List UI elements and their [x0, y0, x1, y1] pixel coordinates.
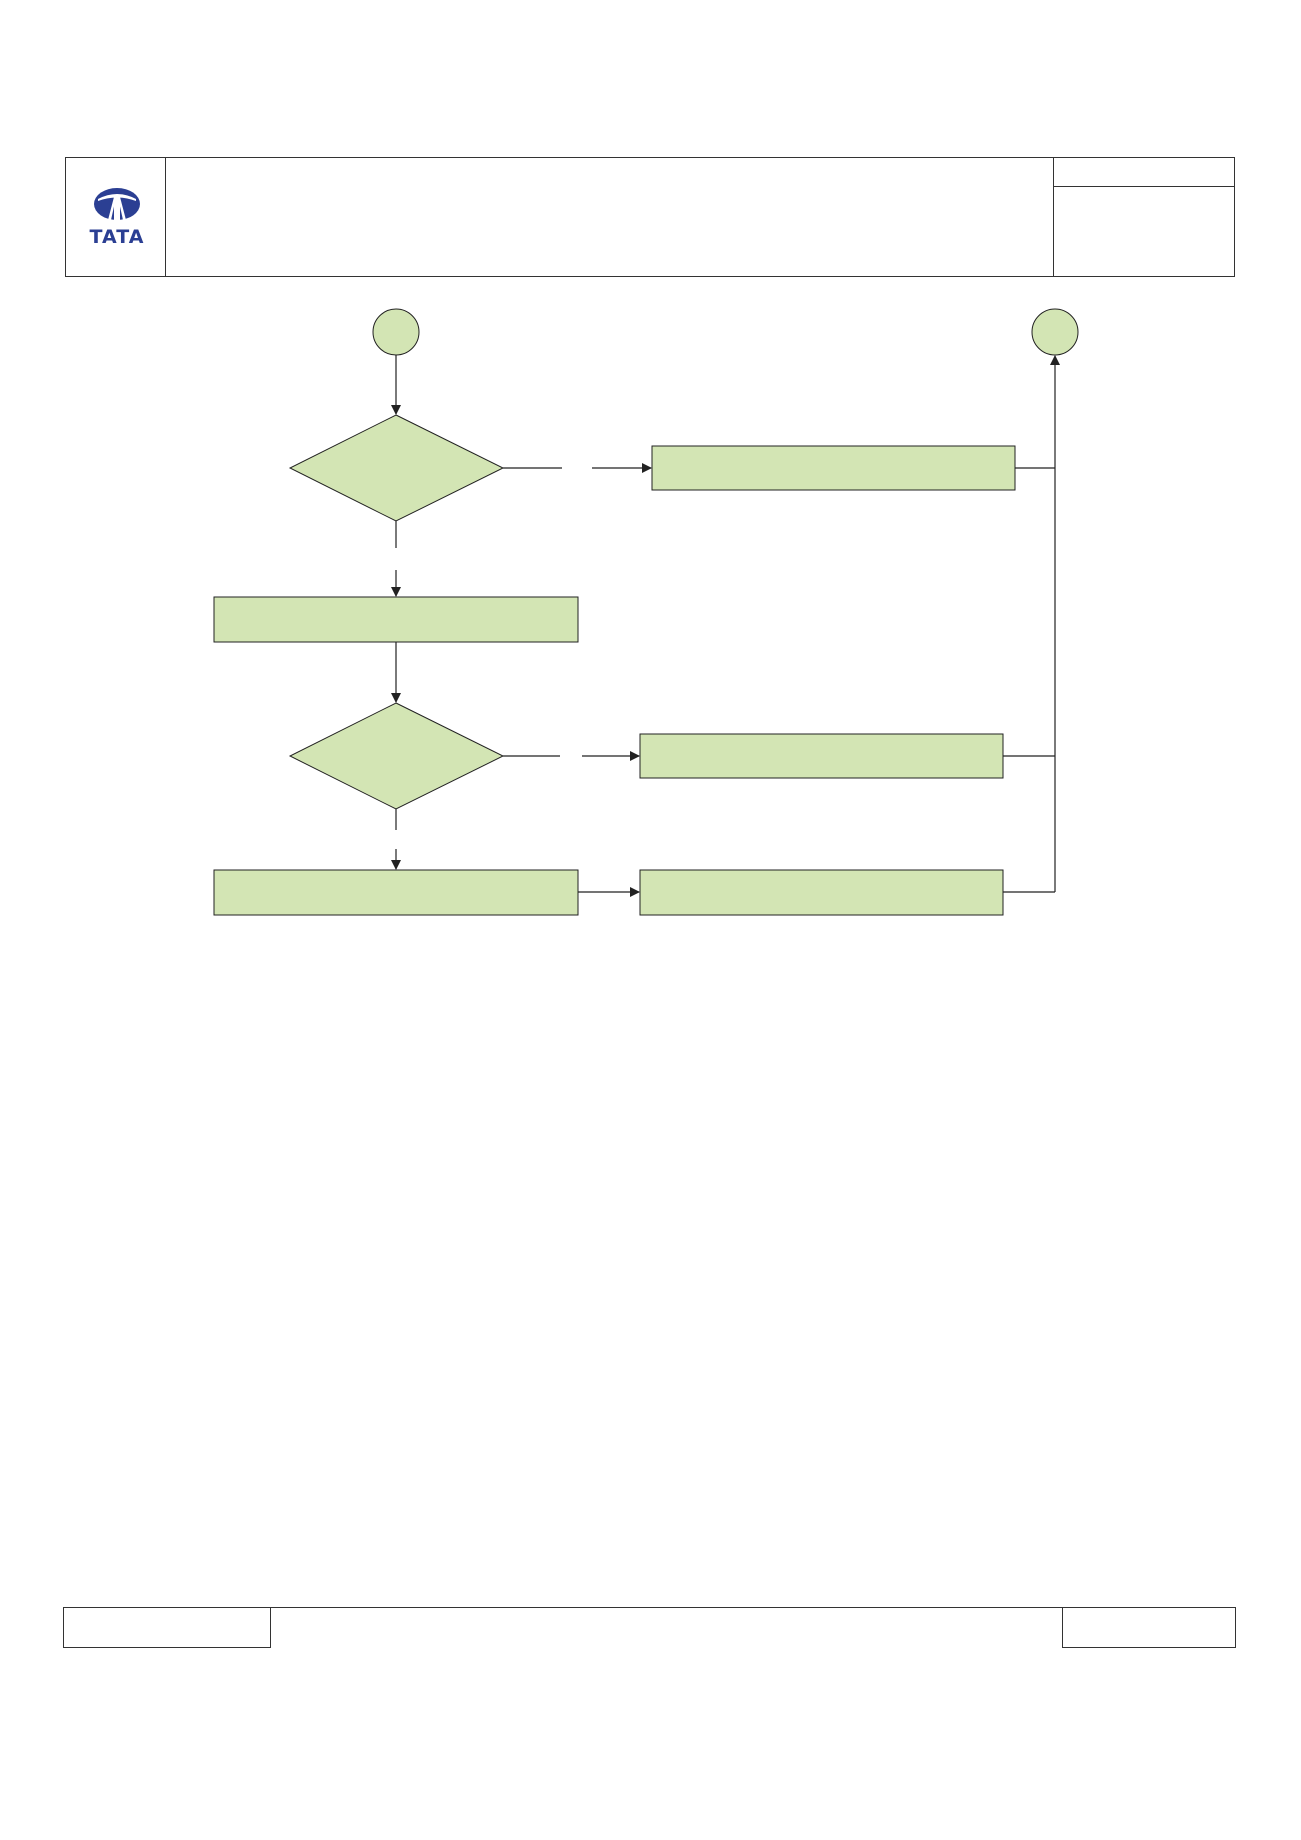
decision-1	[288, 414, 505, 522]
process-right-2	[639, 733, 1004, 779]
process-left-1	[213, 596, 579, 643]
header-logo-cell: TATA	[66, 158, 166, 276]
tata-emblem-icon	[94, 188, 140, 221]
logo-wordmark: TATA	[89, 226, 145, 248]
document-header: TATA	[65, 157, 1235, 277]
process-left-2	[213, 869, 579, 916]
process-right-3	[639, 869, 1004, 916]
header-title-cell	[166, 158, 1054, 276]
connector-end	[1031, 308, 1079, 356]
header-right-top-cell	[1054, 158, 1234, 187]
footer-divider	[271, 1607, 1062, 1608]
footer-left-cell	[63, 1607, 271, 1648]
decision-2	[288, 702, 505, 810]
flowchart-diagram	[213, 308, 1079, 916]
process-right-1	[651, 445, 1016, 491]
footer-right-cell	[1062, 1607, 1236, 1648]
connector-start	[372, 308, 420, 356]
tata-logo: TATA	[84, 186, 150, 250]
